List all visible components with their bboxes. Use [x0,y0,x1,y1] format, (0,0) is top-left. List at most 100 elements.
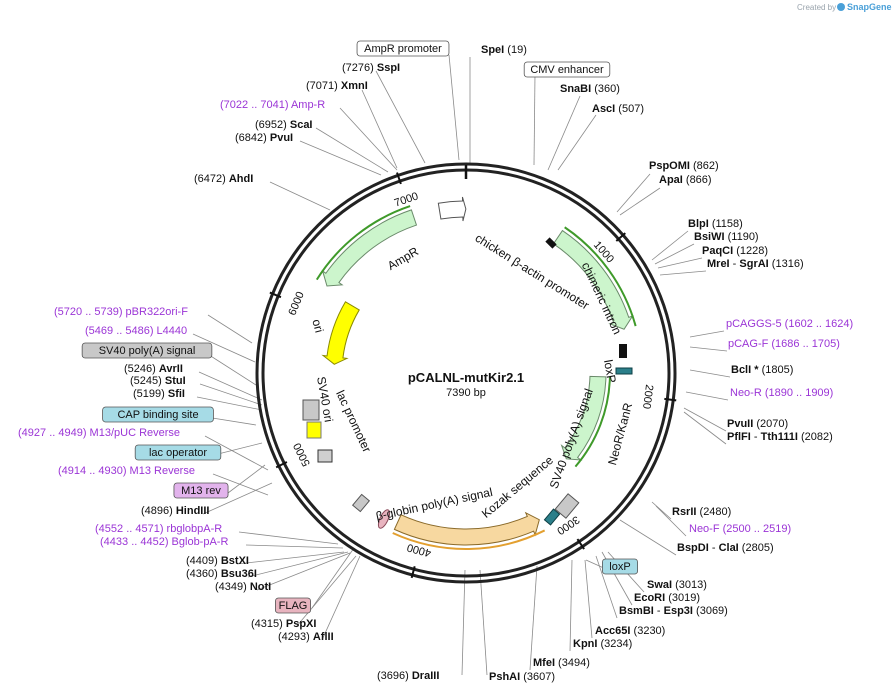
leader-line [651,501,672,520]
site-label-part: (360) [591,83,620,95]
site-label[interactable]: BclI * (1805) [731,364,793,376]
site-label[interactable]: (5246) AvrII [124,363,183,375]
site-label-part: (4433 .. 4452) Bglob-pA-R [100,536,228,548]
feature-box-label: FLAG [279,600,308,612]
leader-line [321,555,361,641]
site-label[interactable]: (4433 .. 4452) Bglob-pA-R [100,536,228,548]
site-label-part: - [751,431,761,443]
site-label[interactable]: (4293) AflII [278,631,334,643]
leader-line [198,371,263,401]
feature-arrow[interactable] [393,511,540,546]
site-label[interactable]: (4552 .. 4571) rbglobpA-R [95,523,222,535]
leader-line [315,127,389,173]
feature-box[interactable] [274,597,311,614]
leader-line [269,181,331,211]
neo-glyph[interactable] [543,508,561,526]
feature-label: loxP [601,359,619,384]
site-label-part: (862) [690,160,719,172]
bglobin-small-glyph[interactable] [351,493,371,513]
tick-mark [576,538,585,550]
site-label[interactable]: (6952) ScaI [255,119,313,131]
feature-arrow[interactable] [560,375,607,461]
site-label-part: (1316) [769,258,804,270]
leader-line [204,435,269,471]
leader-line [655,505,687,537]
site-label[interactable]: (6842) PvuI [235,132,293,144]
site-label[interactable]: (7071) XmnI [306,80,368,92]
site-label[interactable]: pCAGGS-5 (1602 .. 1624) [726,318,853,330]
site-label[interactable]: SpeI (19) [481,44,527,56]
site-label[interactable]: (6472) AhdI [194,173,253,185]
site-label[interactable]: (4914 .. 4930) M13 Reverse [58,465,195,477]
tick-mark [410,566,416,579]
site-label[interactable]: BlpI (1158) [688,218,743,230]
site-label-part: StuI [165,375,186,387]
site-label[interactable]: (3696) DraIII [377,670,439,682]
loxp-glyph[interactable] [615,367,633,375]
site-label[interactable]: (4409) BstXI [186,555,249,567]
sv40-ori-glyph[interactable] [306,421,322,439]
site-label[interactable]: (5469 .. 5486) L4440 [85,325,187,337]
feature-box[interactable] [134,444,222,461]
site-label-part: AhdI [229,173,253,185]
site-label[interactable]: (4360) Bsu36I [186,568,257,580]
site-label[interactable]: BsiWI (1190) [694,231,759,243]
leader-line [295,555,357,628]
site-label[interactable]: (5720 .. 5739) pBR322ori-F [54,306,188,318]
site-label[interactable]: Neo-R (1890 .. 1909) [730,387,833,399]
site-label[interactable]: MreI - SgrAI (1316) [707,258,804,270]
site-label-part: SwaI [647,579,672,591]
site-label[interactable]: PshAI (3607) [489,671,555,683]
site-label[interactable]: Acc65I (3230) [595,625,665,637]
feature-arrow[interactable] [437,196,467,222]
lac-glyph[interactable] [317,449,333,463]
site-label[interactable]: BsmBI - Esp3I (3069) [619,605,728,617]
site-label[interactable]: MfeI (3494) [533,657,590,669]
kozak-glyph[interactable] [554,493,580,519]
site-label[interactable]: (4927 .. 4949) M13/pUC Reverse [18,427,180,439]
flag-glyph[interactable] [376,508,392,530]
feature-box[interactable] [602,558,639,575]
site-label[interactable]: PvuII (2070) [727,418,788,430]
site-label[interactable]: SnaBI (360) [560,83,620,95]
site-label[interactable]: ApaI (866) [659,174,712,186]
site-label[interactable]: (7022 .. 7041) Amp-R [220,99,325,111]
site-label[interactable]: (4896) HindIII [141,505,209,517]
site-label[interactable]: BspDI - ClaI (2805) [677,542,774,554]
leader-line [375,70,426,164]
feature-arrow[interactable] [321,209,418,287]
site-label[interactable]: (4315) PspXI [251,618,316,630]
site-label[interactable]: (4349) NotI [215,581,271,593]
site-label[interactable]: (5245) StuI [130,375,186,387]
feature-arrow[interactable] [552,229,634,330]
site-label-part: Acc65I [595,625,630,637]
site-label[interactable]: pCAG-F (1686 .. 1705) [728,338,840,350]
sv40-polya-glyph[interactable] [302,399,320,421]
feature-arrow[interactable] [321,301,360,365]
site-label[interactable]: KpnI (3234) [573,638,632,650]
site-label-part: (3019) [665,592,700,604]
site-label[interactable]: Neo-F (2500 .. 2519) [689,523,791,535]
site-label[interactable]: (5199) SfiI [133,388,185,400]
leader-line [227,464,266,494]
site-label[interactable]: (7276) SspI [342,62,400,74]
feature-box[interactable] [523,61,611,78]
site-label[interactable]: PspOMI (862) [649,160,719,172]
site-label[interactable]: PflFI - Tth111I (2082) [727,431,833,443]
feature-box[interactable] [102,406,214,423]
site-label[interactable]: PaqCI (1228) [702,245,768,257]
site-label[interactable]: SwaI (3013) [647,579,707,591]
site-label-part: BspDI [677,542,709,554]
site-label-part: Tth111I [761,431,798,443]
feature-box[interactable] [81,342,213,359]
site-label[interactable]: RsrII (2480) [672,506,731,518]
feature-box[interactable] [173,482,229,499]
leader-line [689,346,728,352]
feature-box[interactable] [356,40,450,57]
small-feature-glyphs [302,237,633,530]
feature-box-label: loxP [609,561,630,573]
site-label[interactable]: AscI (507) [592,103,644,115]
site-label[interactable]: EcoRI (3019) [634,592,700,604]
site-label-part: ClaI [719,542,739,554]
leader-line [205,416,257,426]
